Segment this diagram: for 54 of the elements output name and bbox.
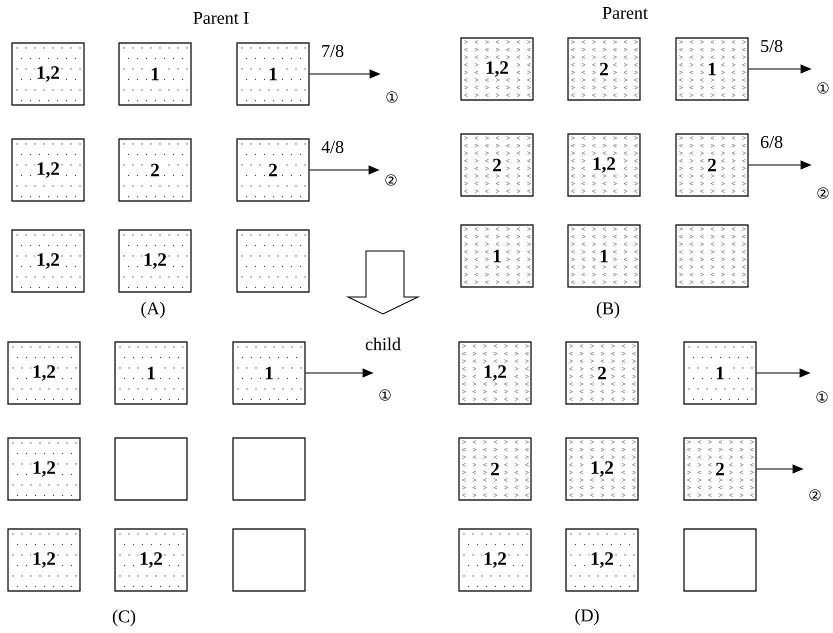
heading: Parent (602, 7, 648, 19)
grid-cell: 2 (683, 437, 757, 501)
grid-cell (675, 224, 749, 288)
circled-number: ② (817, 187, 829, 199)
heading: child (366, 338, 401, 350)
empty-cell (232, 528, 306, 592)
grid-cell: 1,2 (11, 42, 85, 106)
empty-cell (114, 437, 188, 501)
grid-cell (236, 229, 310, 293)
grid-cell: 1 (460, 224, 534, 288)
grid-cell: 2 (458, 437, 532, 501)
grid-cell: 2 (675, 133, 749, 197)
grid-cell: 1,2 (7, 437, 81, 501)
grid-cell: 2 (565, 341, 639, 405)
grid-cell: 1 (118, 42, 192, 106)
grid-cell: 1,2 (7, 341, 81, 405)
edge-label: 5/8 (759, 38, 784, 54)
grid-cell: 1,2 (565, 437, 639, 501)
grid-cell: 1 (232, 341, 306, 405)
grid-cell: 1 (236, 42, 310, 106)
grid-cell: 1,2 (458, 341, 532, 405)
circled-number: ② (809, 489, 821, 501)
edge-label: 6/8 (759, 134, 784, 150)
heading: (C) (112, 610, 136, 626)
heading: (D) (575, 608, 599, 626)
grid-cell: 2 (236, 138, 310, 202)
grid-cell: 1 (114, 341, 188, 405)
grid-cell: 1,2 (114, 528, 188, 592)
circled-number: ① (379, 389, 391, 401)
grid-cell: 2 (567, 37, 641, 101)
edge-label: 4/8 (320, 140, 346, 154)
grid-cell: 1,2 (460, 37, 534, 101)
circled-number: ① (386, 91, 398, 103)
circled-number: ① (816, 391, 828, 403)
grid-cell: 2 (460, 133, 534, 197)
grid-cell: 1 (567, 224, 641, 288)
grid-cell: 1,2 (11, 138, 85, 202)
grid-cell: 2 (118, 138, 192, 202)
grid-cell: 1 (675, 37, 749, 101)
grid-cell: 1,2 (565, 528, 639, 592)
empty-cell (232, 437, 306, 501)
grid-cell: 1,2 (567, 133, 641, 197)
empty-cell (683, 528, 757, 592)
grid-cell: 1 (683, 341, 757, 405)
heading: Parent I (193, 12, 249, 24)
edge-label: 7/8 (320, 44, 346, 58)
grid-cell: 1,2 (7, 528, 81, 592)
circled-number: ① (817, 82, 829, 94)
circled-number: ② (385, 174, 397, 186)
grid-cell: 1,2 (458, 528, 532, 592)
heading: (A) (141, 302, 165, 318)
grid-cell: 1,2 (11, 229, 85, 293)
heading: (B) (596, 302, 620, 318)
grid-cell: 1,2 (118, 229, 192, 293)
